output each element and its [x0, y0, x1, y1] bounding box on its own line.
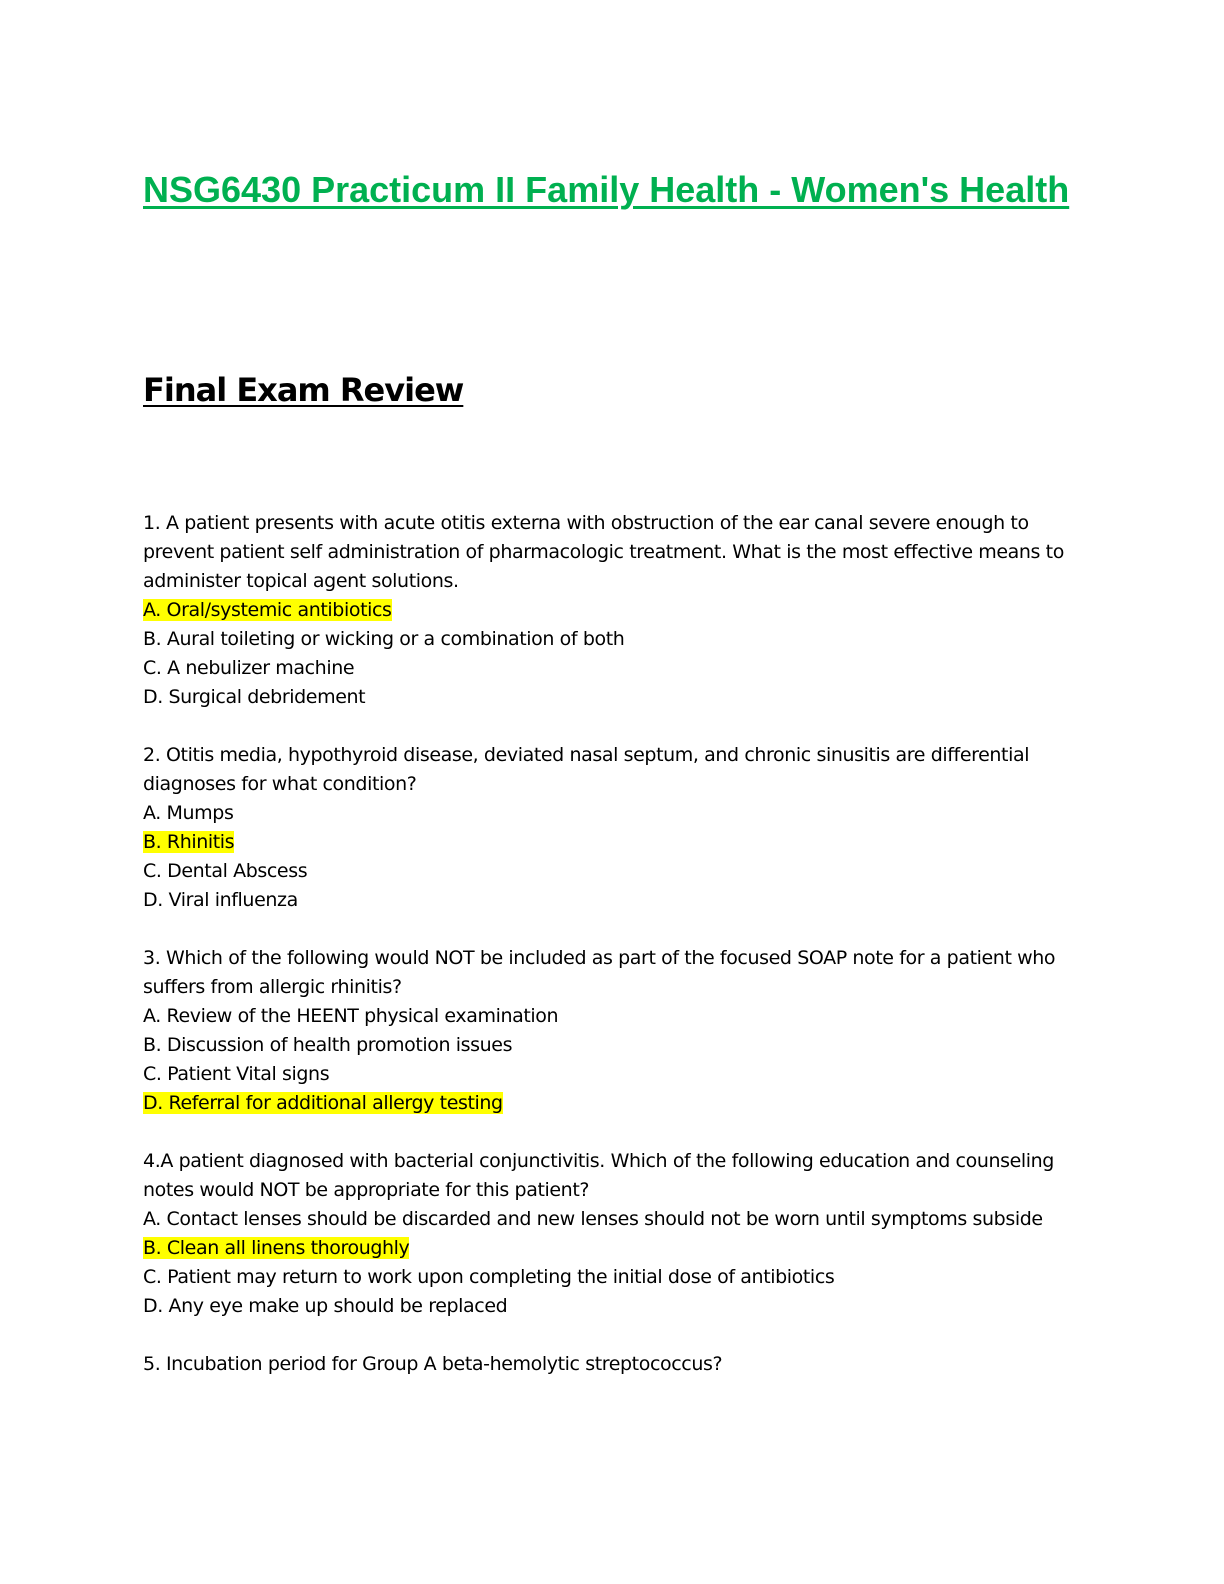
answer-option: C. A nebulizer machine: [143, 657, 355, 679]
answer-option: A. Oral/systemic antibiotics: [143, 599, 392, 621]
question-text: 2. Otitis media, hypothyroid disease, de…: [143, 744, 1030, 795]
question-3: 3. Which of the following would NOT be i…: [143, 944, 1083, 1118]
answer-option: B. Clean all linens thoroughly: [143, 1237, 410, 1259]
answer-option: B. Rhinitis: [143, 831, 235, 853]
section-heading: Final Exam Review: [143, 371, 464, 409]
answer-option: D. Any eye make up should be replaced: [143, 1295, 508, 1317]
question-text: 3. Which of the following would NOT be i…: [143, 947, 1056, 998]
answer-option: A. Review of the HEENT physical examinat…: [143, 1005, 559, 1027]
answer-option: C. Patient may return to work upon compl…: [143, 1266, 835, 1288]
answer-option: B. Aural toileting or wicking or a combi…: [143, 628, 625, 650]
answer-option: C. Dental Abscess: [143, 860, 308, 882]
answer-option: C. Patient Vital signs: [143, 1063, 330, 1085]
question-1: 1. A patient presents with acute otitis …: [143, 509, 1083, 712]
answer-option: D. Viral influenza: [143, 889, 298, 911]
question-5: 5. Incubation period for Group A beta-he…: [143, 1350, 1083, 1379]
question-4: 4.A patient diagnosed with bacterial con…: [143, 1147, 1083, 1321]
question-text: 5. Incubation period for Group A beta-he…: [143, 1353, 723, 1375]
document-title: NSG6430 Practicum II Family Health - Wom…: [143, 169, 1070, 210]
answer-option: A. Contact lenses should be discarded an…: [143, 1208, 1043, 1230]
question-text: 1. A patient presents with acute otitis …: [143, 512, 1064, 592]
question-2: 2. Otitis media, hypothyroid disease, de…: [143, 741, 1083, 915]
question-text: 4.A patient diagnosed with bacterial con…: [143, 1150, 1054, 1201]
answer-option: D. Referral for additional allergy testi…: [143, 1092, 503, 1114]
answer-option: A. Mumps: [143, 802, 234, 824]
answer-option: D. Surgical debridement: [143, 686, 366, 708]
answer-option: B. Discussion of health promotion issues: [143, 1034, 513, 1056]
question-list: 1. A patient presents with acute otitis …: [143, 509, 1083, 1408]
